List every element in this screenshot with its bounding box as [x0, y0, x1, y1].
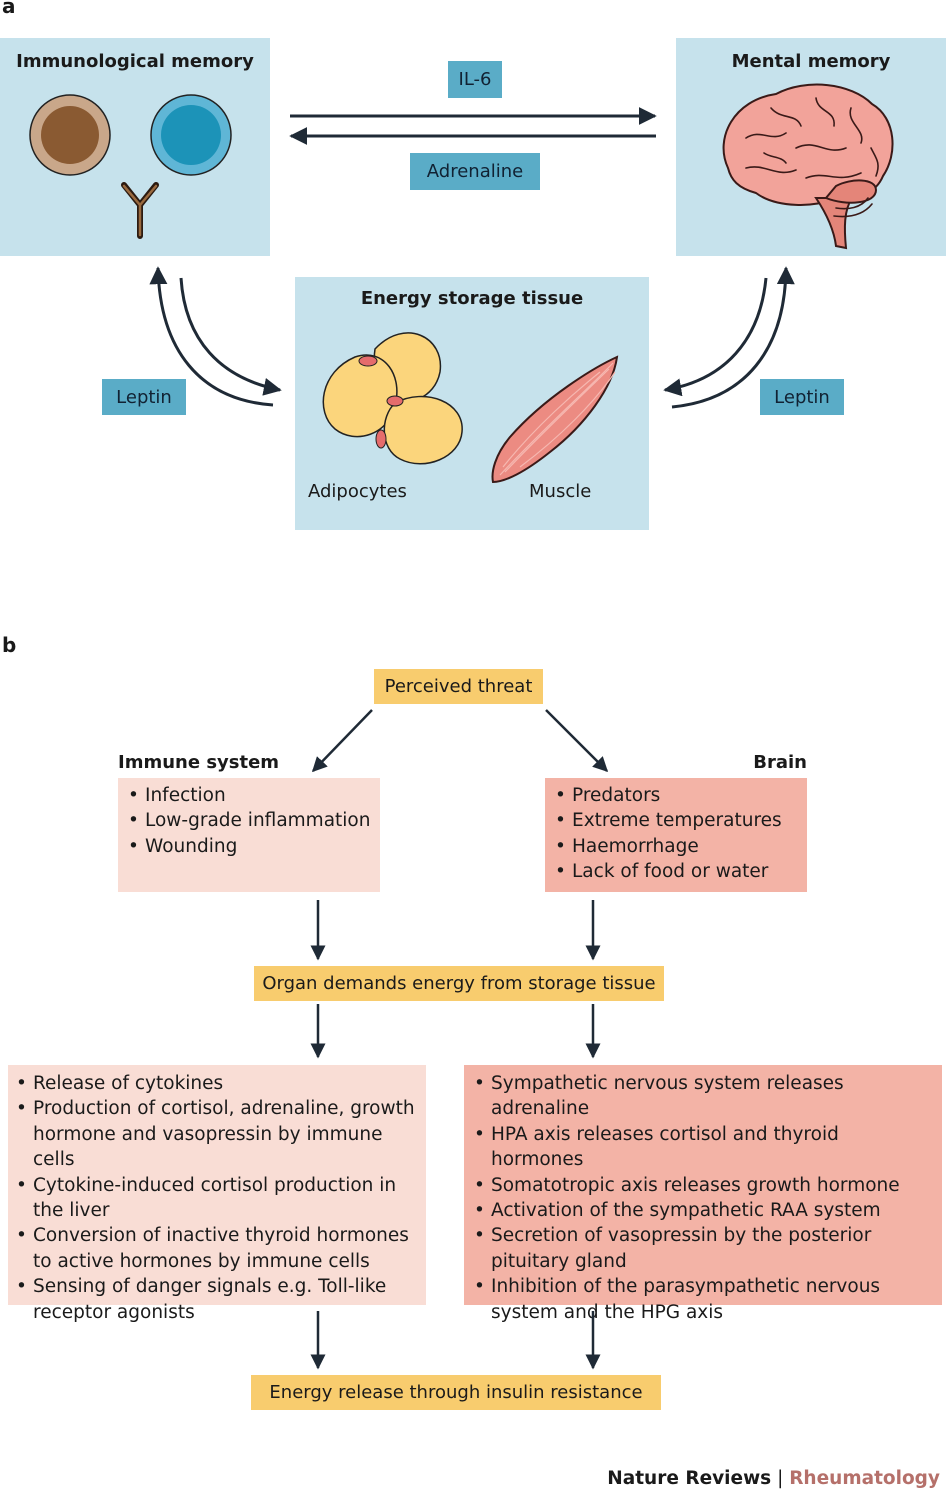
leptin-right-arrow-up	[671, 266, 795, 409]
lymphocyte-cell-icon	[150, 94, 232, 176]
panel-a-letter: a	[2, 0, 16, 18]
immune-response-item: Conversion of inactive thyroid hormones …	[16, 1223, 416, 1274]
adrenaline-label: Adrenaline	[410, 153, 540, 190]
immune-threat-item: Infection	[128, 783, 380, 808]
adipocytes-label: Adipocytes	[308, 481, 407, 502]
threat-to-brain-arrow	[545, 709, 609, 773]
panel-b-letter: b	[2, 633, 17, 657]
brain-threat-item: Extreme temperatures	[555, 808, 807, 833]
organ-demands-box: Organ demands energy from storage tissue	[254, 966, 664, 1001]
immune-response-item: Cytokine-induced cortisol production in …	[16, 1173, 416, 1224]
il6-label: IL-6	[448, 61, 502, 98]
energy-release-box: Energy release through insulin resistanc…	[251, 1375, 661, 1410]
immune-response-item: Production of cortisol, adrenaline, grow…	[16, 1096, 416, 1172]
leptin-right-arrow-down	[663, 277, 768, 397]
immune-response-item: Sensing of danger signals e.g. Toll-like…	[16, 1274, 416, 1325]
brain-icon	[722, 83, 894, 250]
immune-threat-item: Low-grade inflammation	[128, 808, 380, 833]
brain-response-item: Sympathetic nervous system releases adre…	[474, 1071, 934, 1122]
muscle-label: Muscle	[529, 481, 592, 502]
leptin-left-label: Leptin	[102, 379, 186, 415]
antibody-icon-inner	[122, 184, 158, 237]
leptin-left-arrow-down	[179, 277, 282, 396]
immune-threat-item: Wounding	[128, 834, 380, 859]
brain-threat-item: Lack of food or water	[555, 859, 807, 884]
journal-separator: |	[777, 1468, 784, 1489]
journal-name: Nature Reviews	[607, 1468, 772, 1489]
brain-threat-item: Haemorrhage	[555, 834, 807, 859]
energy-storage-title: Energy storage tissue	[360, 288, 584, 309]
journal-section: Rheumatology	[789, 1468, 940, 1489]
brain-response-item: Activation of the sympathetic RAA system	[474, 1198, 934, 1223]
muscle-icon	[491, 355, 619, 484]
journal-credit: Nature Reviews | Rheumatology	[607, 1468, 940, 1489]
energy-storage-box: Energy storage tissue Adipocytes Muscle	[295, 277, 649, 530]
leptin-left-arrow-up	[149, 266, 274, 407]
brain-response-item: HPA axis releases cortisol and thyroid h…	[474, 1122, 934, 1173]
immune-cells-illustration	[29, 94, 232, 239]
immune-system-header: Immune system	[118, 752, 280, 773]
brain-response-item: Secretion of vasopressin by the posterio…	[474, 1223, 934, 1274]
immunological-memory-box: Immunological memory	[0, 38, 270, 256]
panel-a-arrows	[149, 107, 795, 409]
mental-memory-title: Mental memory	[731, 51, 891, 72]
leptin-right-label: Leptin	[760, 379, 844, 415]
mental-memory-box: Mental memory	[676, 38, 946, 256]
brain-header: Brain	[753, 752, 807, 773]
brain-response-item: Somatotropic axis releases growth hormon…	[474, 1173, 934, 1198]
brain-response-item: Inhibition of the parasympathetic nervou…	[474, 1274, 934, 1325]
perceived-threat-box: Perceived threat	[374, 669, 543, 704]
threat-to-immune-arrow	[311, 709, 373, 773]
immune-responses-box: Release of cytokines Production of corti…	[8, 1065, 426, 1323]
immune-threats-box: Infection Low-grade inflammation Woundin…	[118, 778, 380, 892]
brain-responses-box: Sympathetic nervous system releases adre…	[464, 1065, 942, 1323]
brain-threats-box: Predators Extreme temperatures Haemorrha…	[545, 778, 807, 892]
macrophage-cell-icon	[29, 94, 111, 176]
immunological-memory-title: Immunological memory	[16, 51, 254, 72]
brain-threat-item: Predators	[555, 783, 807, 808]
adipocytes-illustration	[322, 332, 463, 465]
immune-response-item: Release of cytokines	[16, 1071, 416, 1096]
